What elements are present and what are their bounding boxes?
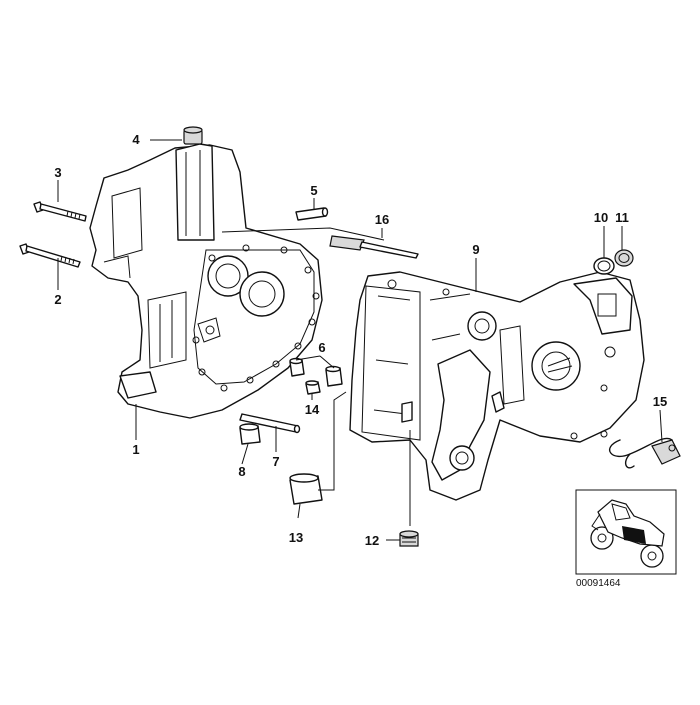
callout-12: 12: [365, 533, 379, 548]
bolt-part-2: [19, 243, 81, 268]
seal-ring-part-10: [593, 257, 615, 275]
motorcycle-icon: [590, 499, 665, 568]
filler-cap-part-4: [183, 126, 203, 145]
callout-4: 4: [132, 132, 140, 147]
callout-11: 11: [615, 210, 629, 225]
dowel-pin-part-5: [295, 207, 329, 221]
pin-part-14: [305, 380, 321, 395]
callout-15: 15: [653, 394, 667, 409]
drain-plug-part-12: [399, 530, 419, 547]
callout-labels: 4 3 2 5 16 9 10 11 6 14 1 7 8 13 12 15: [54, 132, 667, 548]
callout-14: 14: [305, 402, 320, 417]
gasket-part-16: [329, 235, 419, 259]
callout-5: 5: [310, 183, 317, 198]
callout-1: 1: [132, 442, 139, 457]
shaft-pin-part-7: [239, 413, 301, 434]
bolt-part-3: [33, 201, 87, 222]
callout-10: 10: [594, 210, 608, 225]
plug-part-11: [614, 249, 634, 267]
rear-housing-part-9: [349, 271, 645, 501]
callout-3: 3: [54, 165, 61, 180]
bushing-part-8: [239, 423, 261, 445]
sleeve-part-6a: [289, 357, 305, 377]
sleeve-part-13: [289, 473, 323, 505]
front-housing-part-1: [89, 143, 323, 419]
sensor-part-15: [608, 437, 681, 469]
vehicle-thumbnail: [575, 489, 677, 575]
leader-lines: [57, 139, 663, 541]
callout-2: 2: [54, 292, 61, 307]
callout-16: 16: [375, 212, 389, 227]
callout-13: 13: [289, 530, 303, 545]
callout-9: 9: [472, 242, 479, 257]
document-number: 00091464: [576, 578, 621, 589]
sleeve-part-6b: [325, 365, 343, 387]
callout-7: 7: [272, 454, 279, 469]
callout-8: 8: [238, 464, 245, 479]
callout-6: 6: [318, 340, 325, 355]
